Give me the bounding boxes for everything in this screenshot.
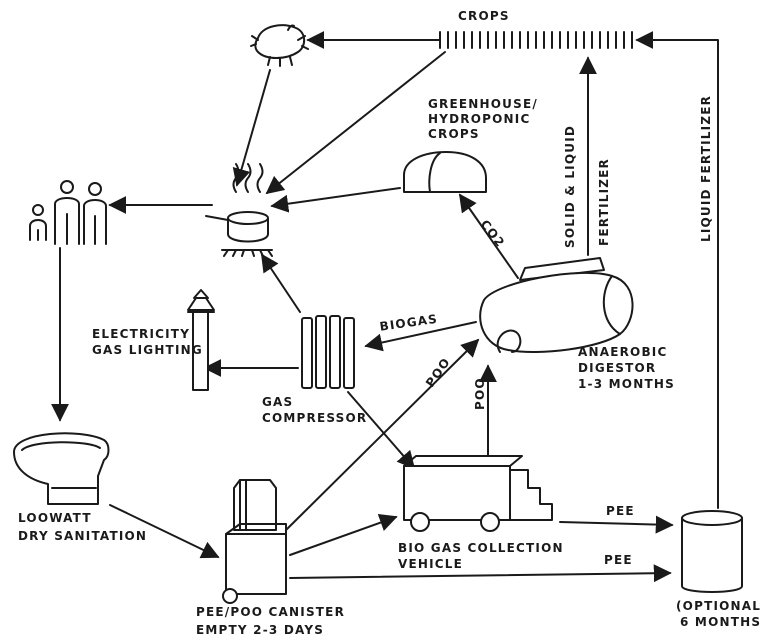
arrow-vehicle-to-tank <box>559 515 674 534</box>
cooking-pot-icon <box>205 163 273 257</box>
crops-icon <box>439 31 633 49</box>
greenhouse-label-line2: HYDROPONIC <box>428 112 530 126</box>
canister-label-line1: PEE/POO CANISTER <box>196 605 345 619</box>
pee-label-lower: PEE <box>604 553 633 567</box>
electricity-label-line2: GAS LIGHTING <box>92 343 203 357</box>
anaerobic-digestor-icon <box>479 257 634 353</box>
poo-label-diagonal: POO <box>423 355 453 390</box>
gas-compressor-label-line1: GAS <box>262 395 293 409</box>
arrow-biogas-to-compressor <box>364 321 477 352</box>
arrow-co2-to-greenhouse <box>458 193 519 279</box>
street-lamp-icon <box>187 289 215 391</box>
storage-tank-icon <box>681 510 743 593</box>
vehicle-label-line2: VEHICLE <box>398 557 463 571</box>
arrow-compressor-to-pot <box>261 253 301 313</box>
pig-icon <box>250 24 309 67</box>
canister-label-line2: EMPTY 2-3 DAYS <box>196 623 324 637</box>
co2-label: CO2 <box>478 217 508 250</box>
gas-compressor-label-line2: COMPRESSOR <box>262 411 367 425</box>
greenhouse-icon <box>403 151 487 193</box>
arrow-canister-to-vehicle <box>289 513 398 556</box>
arrow-canister-to-digestor <box>285 338 480 531</box>
poo-label-vertical: POO <box>473 377 487 410</box>
arrow-canister-to-tank <box>289 564 672 583</box>
solid-liquid-label-line2: FERTILIZER <box>597 158 611 246</box>
arrow-greenhouse-to-pot <box>270 187 401 213</box>
electricity-label-line1: ELECTRICITY <box>92 327 190 341</box>
arrow-pig-to-pot <box>232 69 271 187</box>
greenhouse-label-line1: GREENHOUSE/ <box>428 97 538 111</box>
loowatt-label-line1: LOOWATT <box>18 511 92 525</box>
flow-arrows <box>51 31 719 583</box>
arrow-crops-to-pot <box>265 51 446 195</box>
digestor-label-line2: DIGESTOR <box>578 361 656 375</box>
greenhouse-label-line3: CROPS <box>428 127 480 141</box>
liquid-fertilizer-label: LIQUID FERTILIZER <box>699 95 713 242</box>
arrow-toilet-to-canister <box>109 504 220 559</box>
arrow-tank-to-crops <box>635 31 719 509</box>
solid-liquid-label-line1: SOLID & LIQUID <box>563 125 577 248</box>
pee-poo-canister-icon <box>222 479 287 604</box>
vehicle-label-line1: BIO GAS COLLECTION <box>398 541 564 555</box>
loowatt-label-line2: DRY SANITATION <box>18 529 147 543</box>
gas-compressor-icon <box>301 315 355 389</box>
arrow-compressor-to-vehicle <box>347 391 416 470</box>
people-icon <box>29 180 107 245</box>
digestor-label-line1: ANAEROBIC <box>578 345 667 359</box>
biogas-collection-vehicle-icon <box>403 455 553 532</box>
loowatt-toilet-icon <box>13 432 110 505</box>
crops-label: CROPS <box>458 9 510 23</box>
optional-label-line1: (OPTIONAL <box>676 599 761 613</box>
digestor-label-line3: 1-3 MONTHS <box>578 377 675 391</box>
pee-label-upper: PEE <box>606 504 635 518</box>
optional-label-line2: 6 MONTHS <box>680 615 761 629</box>
biogas-label: BIOGAS <box>379 312 439 334</box>
